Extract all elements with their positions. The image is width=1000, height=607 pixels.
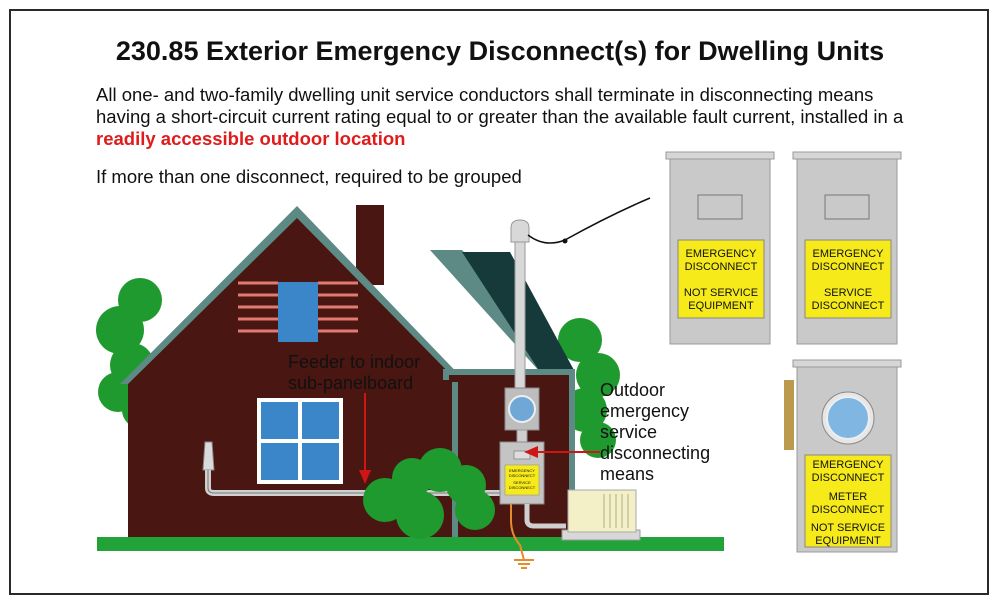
ground-symbol bbox=[514, 559, 534, 569]
small-label-line2: DISCONNECT bbox=[509, 473, 536, 478]
panel-3-line2: DISCONNECT bbox=[812, 472, 885, 484]
small-label-line4: DISCONNECT bbox=[509, 485, 536, 490]
page-title: 230.85 Exterior Emergency Disconnect(s) … bbox=[115, 36, 885, 66]
outdoor-callout-line4: disconnecting bbox=[600, 443, 711, 463]
service-drop bbox=[527, 197, 651, 244]
ground-wire bbox=[510, 504, 525, 561]
disconnect-arrow bbox=[524, 446, 600, 458]
panel-1: EMERGENCY DISCONNECT NOT SERVICE EQUIPME… bbox=[665, 151, 775, 345]
feeder-callout-line2: sub-panelboard bbox=[288, 373, 414, 393]
feeder-arrow bbox=[359, 393, 371, 484]
panel-1-line1: EMERGENCY bbox=[686, 248, 758, 260]
small-label-line1: EMERGENCY bbox=[509, 468, 535, 473]
feeder-conduit-outline bbox=[207, 470, 505, 494]
outdoor-callout-line3: service bbox=[600, 422, 658, 442]
panel-1-line3: NOT SERVICE bbox=[684, 287, 758, 299]
panel-3-conduit bbox=[784, 380, 794, 450]
panel-2: EMERGENCY DISCONNECT SERVICE DISCONNECT bbox=[792, 151, 902, 345]
panel-3-line1: EMERGENCY bbox=[813, 459, 885, 471]
meter-nipple bbox=[516, 429, 528, 443]
panel-2-line3: SERVICE bbox=[824, 287, 872, 299]
outdoor-callout-line2: emergency bbox=[600, 401, 690, 421]
intro-text: All one- and two-family dwelling unit se… bbox=[96, 84, 904, 127]
drop-clamp bbox=[562, 238, 568, 244]
panel-2-line1: EMERGENCY bbox=[813, 248, 885, 260]
grouping-note: If more than one disconnect, required to… bbox=[96, 166, 522, 187]
outdoor-callout-line1: Outdoor bbox=[600, 380, 666, 400]
intro-highlight: readily accessible outdoor location bbox=[96, 128, 406, 149]
chimney bbox=[356, 205, 384, 285]
panel-3-line6: EQUIPMENT bbox=[815, 535, 881, 547]
small-label-line3: SERVICE bbox=[513, 480, 531, 485]
panel-1-line2: DISCONNECT bbox=[685, 261, 758, 273]
panel-2-line4: DISCONNECT bbox=[812, 300, 885, 312]
panel-1-line4: EQUIPMENT bbox=[688, 300, 754, 312]
service-mast bbox=[514, 237, 526, 389]
wall-light bbox=[202, 441, 215, 471]
panel-3-line4: DISCONNECT bbox=[812, 504, 885, 516]
house-window bbox=[257, 398, 343, 484]
house-disconnect: EMERGENCY DISCONNECT SERVICE DISCONNECT bbox=[499, 441, 545, 505]
ac-unit bbox=[561, 489, 641, 541]
feeder-callout-line1: Feeder to indoor bbox=[288, 352, 421, 372]
outdoor-callout: Outdoor emergency service disconnecting … bbox=[600, 380, 710, 485]
meter-socket bbox=[504, 387, 540, 431]
outdoor-callout-line5: means bbox=[600, 464, 655, 484]
weatherhead bbox=[510, 219, 530, 243]
intro-paragraph: All one- and two-family dwelling unit se… bbox=[96, 84, 916, 150]
wing-trim bbox=[443, 369, 575, 537]
panel-3-line3: METER bbox=[829, 491, 868, 503]
panel-3: EMERGENCY DISCONNECT METER DISCONNECT NO… bbox=[784, 359, 902, 553]
attic-vent bbox=[238, 281, 358, 342]
panel-3-line5: NOT SERVICE bbox=[811, 522, 885, 534]
ac-conduit bbox=[524, 504, 566, 529]
feeder-callout: Feeder to indoor sub-panelboard bbox=[288, 352, 420, 394]
bush-front bbox=[363, 448, 495, 539]
panel-2-line2: DISCONNECT bbox=[812, 261, 885, 273]
